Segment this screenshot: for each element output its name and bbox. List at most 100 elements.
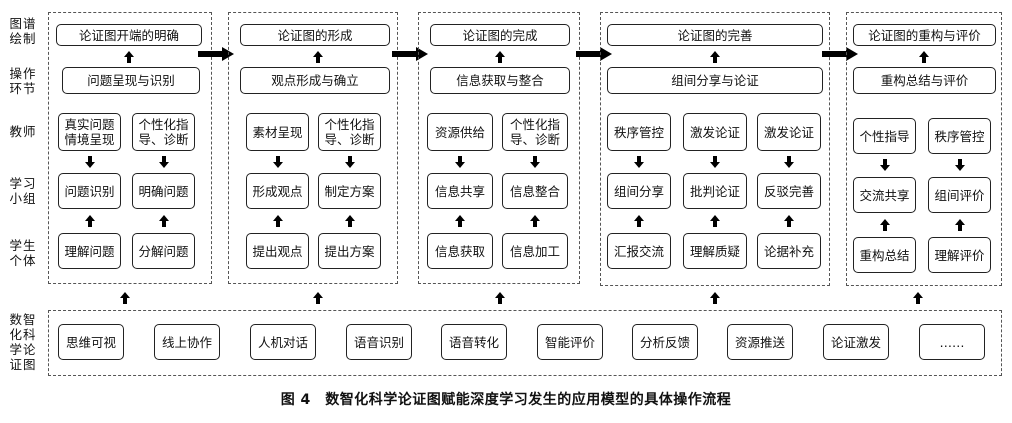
stage-2-group-1: 形成观点 [246,173,309,209]
stage-2-teacher-1: 素材呈现 [246,113,309,151]
arrow-up-icon [710,215,720,227]
arrow-up-icon [710,292,720,304]
stage-3-teacher-2: 个性化指 导、诊断 [502,113,568,151]
row-label-operation: 操作 环节 [9,66,37,96]
arrow-up-icon [784,215,794,227]
arrow-down-icon [455,156,465,168]
row-label-digital: 数智 化科 学论 证图 [9,312,37,372]
stage-4-group-1: 组间分享 [607,173,671,209]
arrow-up-icon [455,215,465,227]
stage-4-teacher-1: 秩序管控 [607,113,671,151]
arrow-down-icon [955,159,965,171]
stage-1-teacher-1: 真实问题 情境呈现 [58,113,121,151]
tool-1: 思维可视 [58,324,124,360]
stage-1-group-1: 问题识别 [58,173,121,209]
row-label-student: 学生 个体 [9,238,37,268]
arrow-up-icon [313,292,323,304]
tool-4: 语音识别 [346,324,412,360]
arrow-up-icon [919,51,929,63]
stage-2-student-2: 提出方案 [318,233,381,269]
stage-3-operation: 信息获取与整合 [430,67,570,94]
stage-1-group-2: 明确问题 [132,173,195,209]
stage-1-frame [48,12,212,284]
arrow-up-icon [495,292,505,304]
stage-2-student-1: 提出观点 [246,233,309,269]
arrow-up-icon [913,292,923,304]
stage-4-student-3: 论据补充 [757,233,821,269]
tool-5: 语音转化 [441,324,507,360]
tool-2: 线上协作 [154,324,220,360]
stage-2-teacher-2: 个性化指 导、诊断 [318,113,381,151]
arrow-down-icon [530,156,540,168]
stage-4-group-3: 反驳完善 [757,173,821,209]
arrow-down-icon [273,156,283,168]
row-label-map-drawing: 图谱 绘制 [9,16,37,46]
stage-4-teacher-3: 激发论证 [757,113,821,151]
arrow-up-icon [634,215,644,227]
stage-2-title: 论证图的形成 [240,24,390,46]
stage-5-student-2: 理解评价 [928,237,991,273]
row-label-study-group: 学习 小组 [9,176,37,206]
stage-1-student-2: 分解问题 [132,233,195,269]
stage-4-frame [600,12,830,286]
arrow-down-icon [784,156,794,168]
stage-5-group-1: 交流共享 [853,177,916,213]
arrow-down-icon [710,156,720,168]
tool-3: 人机对话 [250,324,316,360]
arrow-right-icon [392,47,428,61]
stage-5-teacher-2: 秩序管控 [928,118,991,154]
arrow-up-icon [880,219,890,231]
stage-4-group-2: 批判论证 [683,173,747,209]
stage-3-student-2: 信息加工 [502,233,568,269]
stage-5-title: 论证图的重构与评价 [853,24,996,46]
stage-1-student-1: 理解问题 [58,233,121,269]
stage-5-group-2: 组间评价 [928,177,991,213]
stage-4-title: 论证图的完善 [607,24,823,46]
stage-3-title: 论证图的完成 [430,24,570,46]
row-label-teacher: 教师 [9,124,37,139]
arrow-right-icon [576,47,612,61]
stage-4-operation: 组间分享与论证 [607,67,823,94]
arrow-up-icon [530,215,540,227]
stage-5-teacher-1: 个性指导 [853,118,916,154]
stage-4-student-2: 理解质疑 [683,233,747,269]
arrow-down-icon [345,156,355,168]
digital-tools-frame [48,310,1002,376]
arrow-up-icon [495,51,505,63]
tool-10: …… [919,324,985,360]
arrow-up-icon [345,215,355,227]
arrow-up-icon [159,215,169,227]
stage-3-group-2: 信息整合 [502,173,568,209]
stage-3-teacher-1: 资源供给 [427,113,493,151]
arrow-right-icon [822,47,858,61]
stage-3-frame [418,12,580,284]
tool-6: 智能评价 [537,324,603,360]
figure-caption: 图 4 数智化科学论证图赋能深度学习发生的应用模型的具体操作流程 [280,392,732,408]
tool-7: 分析反馈 [632,324,698,360]
stage-5-operation: 重构总结与评价 [853,67,996,94]
arrow-down-icon [85,156,95,168]
stage-1-teacher-2: 个性化指 导、诊断 [132,113,195,151]
stage-2-operation: 观点形成与确立 [240,67,390,94]
tool-8: 资源推送 [727,324,793,360]
stage-2-frame [228,12,398,284]
tool-9: 论证激发 [823,324,889,360]
stage-5-student-1: 重构总结 [853,237,916,273]
stage-4-teacher-2: 激发论证 [683,113,747,151]
arrow-up-icon [273,215,283,227]
arrow-up-icon [313,51,323,63]
arrow-up-icon [955,219,965,231]
arrow-down-icon [159,156,169,168]
arrow-up-icon [120,292,130,304]
stage-2-group-2: 制定方案 [318,173,381,209]
stage-1-title: 论证图开端的明确 [56,24,202,46]
stage-1-operation: 问题呈现与识别 [62,67,200,94]
arrow-up-icon [124,51,134,63]
stage-3-student-1: 信息获取 [427,233,493,269]
stage-4-student-1: 汇报交流 [607,233,671,269]
arrow-up-icon [710,51,720,63]
arrow-down-icon [634,156,644,168]
arrow-up-icon [85,215,95,227]
stage-5-frame [846,12,1002,286]
arrow-down-icon [880,159,890,171]
